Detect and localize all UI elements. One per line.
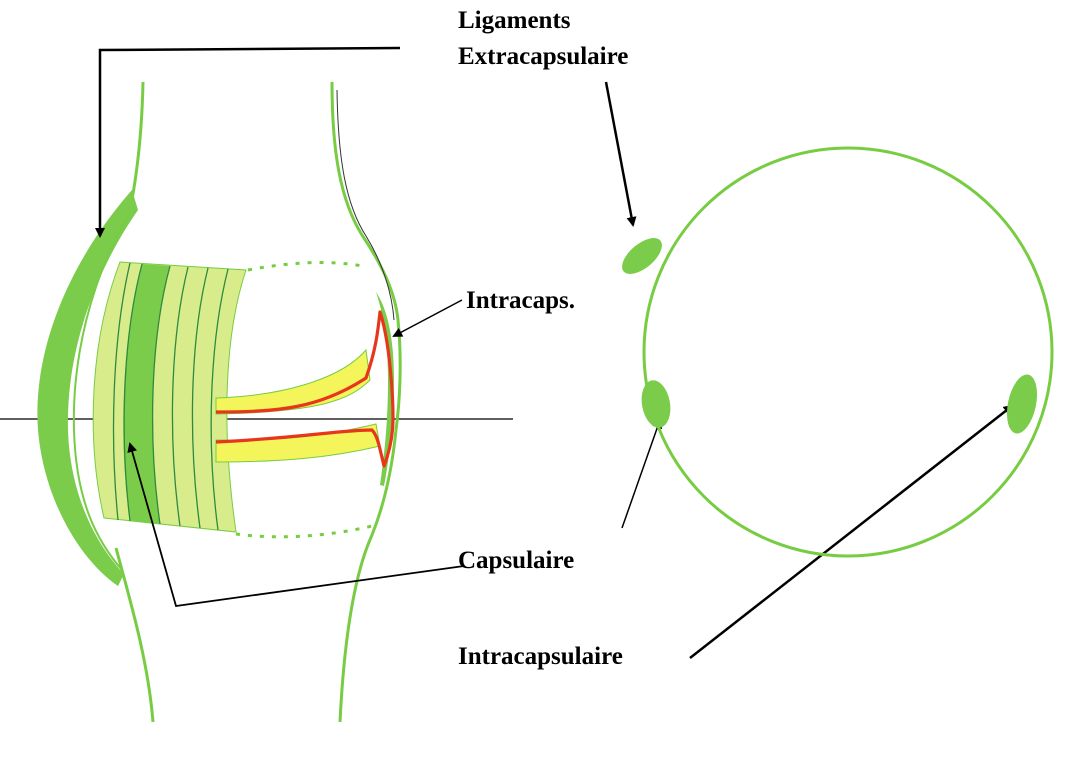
capsule-dotted-top — [247, 261, 363, 272]
label-extracapsulaire: Extracapsulaire — [458, 43, 629, 70]
label-ligaments: Ligaments — [458, 7, 571, 34]
leader-extracapsular-left — [95, 46, 401, 238]
lower-bone-right-outline — [338, 429, 398, 723]
leader-capsulaire-right — [621, 418, 663, 529]
capsule-dotted-bottom — [235, 524, 373, 539]
leader-intracaps-short — [392, 299, 463, 337]
label-intracaps-short: Intracaps. — [466, 287, 576, 314]
intracapsular-red-outline — [215, 310, 395, 468]
cross-section-capsular-ligament — [641, 380, 671, 428]
left-inner-outline — [72, 211, 131, 571]
upper-bone-right-inner-line — [336, 89, 395, 321]
leader-intracapsulaire — [689, 404, 1014, 659]
leader-capsulaire — [127, 442, 465, 607]
label-intracapsulaire: Intracapsulaire — [458, 643, 623, 670]
cross-section-circle — [642, 146, 1054, 558]
meniscus-upper — [215, 348, 371, 415]
right-ligament-band — [376, 292, 394, 486]
cross-section-extracapsular-ligament — [622, 238, 662, 274]
label-capsulaire: Capsulaire — [458, 547, 575, 574]
capsule-stripes — [112, 262, 229, 531]
lower-bone-left-outline — [114, 547, 155, 723]
leader-extracapsular-right — [604, 81, 637, 227]
cross-section-intracapsular-ligament — [1006, 374, 1038, 434]
extracapsular-ligament-left — [37, 190, 138, 586]
